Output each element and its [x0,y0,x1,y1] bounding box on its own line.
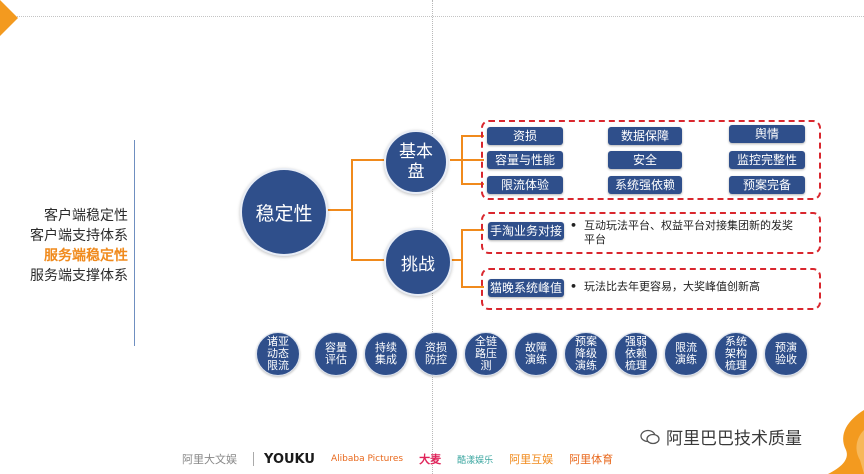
corner-accent-bottom-right [828,410,864,474]
measure-circle: 资损防控 [414,332,458,376]
basic-item-chip: 数据保障 [608,127,682,145]
challenge-box [481,268,821,310]
basic-item-chip: 容量与性能 [487,151,563,169]
challenge-node: 挑战 [384,228,452,296]
basic-item-chip: 监控完整性 [729,151,805,169]
watermark: 阿里巴巴技术质量 [640,424,802,449]
left-divider [134,140,135,346]
watermark-text: 阿里巴巴技术质量 [666,429,802,449]
corner-accent-top-left [0,0,18,36]
left-list-item-highlighted: 服务端稳定性 [44,248,128,264]
challenge-bullet-text: 玩法比去年更容易，大奖峰值创新高 [584,280,760,293]
measure-circle: 容量评估 [314,332,358,376]
basic-node: 基本盘 [384,130,448,194]
measure-circle: 强弱依赖梳理 [614,332,658,376]
kuyang-logo: 酷漾娱乐 [457,455,494,466]
basic-item-chip: 资损 [487,127,563,145]
measure-circle: 故障演练 [514,332,558,376]
alibaba-entertainment-logo: 阿里大文娱 [182,453,237,466]
left-list-item: 客户端稳定性 [44,208,128,224]
measure-circle: 全链路压测 [464,332,508,376]
challenge-tag: 猫晚系统峰值 [488,279,564,297]
challenge-tag: 手淘业务对接 [488,222,564,240]
wechat-icon [640,429,660,444]
footer-separator [253,452,254,466]
measure-circle: 预演验收 [764,332,808,376]
ali-interactive-logo: 阿里互娱 [509,453,554,466]
alibaba-pictures-logo: Alibaba Pictures [330,454,404,464]
challenge-bullet: •玩法比去年更容易，大奖峰值创新高 [570,280,800,294]
youku-logo: YOUKU [264,451,315,467]
horizontal-guide-line [0,16,864,17]
ali-sports-logo: 阿里体育 [569,453,614,466]
footer-logo-strip: 阿里大文娱 YOUKU Alibaba Pictures 大麦 酷漾娱乐 阿里互… [182,448,629,470]
challenge-box [481,212,821,254]
measure-circle: 系统架构梳理 [714,332,758,376]
measure-circle: 持续集成 [364,332,408,376]
stability-category-list: 客户端稳定性 客户端支持体系 服务端稳定性 服务端支撑体系 [30,206,128,286]
damai-logo: 大麦 [419,453,442,466]
measure-circle: 预案降级演练 [564,332,608,376]
basic-item-chip: 限流体验 [487,176,563,194]
basic-item-chip: 预案完备 [729,176,805,194]
challenge-bullet-text: 互动玩法平台、权益平台对接集团新的发奖平台 [584,219,793,246]
basic-items-box [481,120,821,200]
challenge-bullet: •互动玩法平台、权益平台对接集团新的发奖平台 [570,219,800,247]
left-list-item: 客户端支持体系 [30,228,128,244]
left-list-item: 服务端支撑体系 [30,268,128,284]
stability-node: 稳定性 [240,168,328,256]
basic-item-chip: 舆情 [729,125,805,143]
measure-circle: 诸亚动态限流 [256,332,300,376]
basic-item-chip: 系统强依赖 [608,176,682,194]
measure-circle: 限流演练 [664,332,708,376]
basic-item-chip: 安全 [608,151,682,169]
